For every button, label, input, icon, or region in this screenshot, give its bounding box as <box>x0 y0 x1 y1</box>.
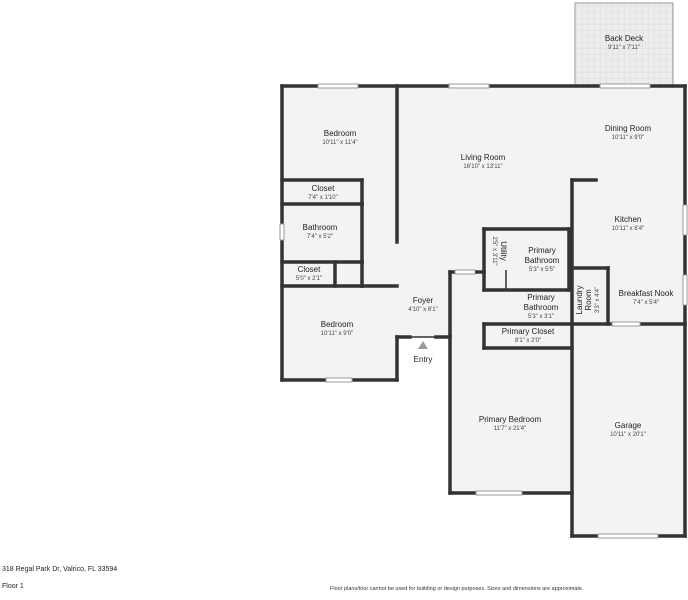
room-dimensions: 5'3" x 3'1" <box>528 314 554 320</box>
room-name: Utility <box>499 241 508 261</box>
room-closet-top: Closet 7'4" x 1'10" <box>308 184 338 201</box>
room-name-line2: Bathroom <box>524 303 559 312</box>
room-utility: Utility 2'5" x 3'11" <box>491 236 508 265</box>
room-foyer: Foyer 4'10" x 6'1" <box>408 296 438 313</box>
entry-label: Entry <box>414 355 433 364</box>
room-dimensions: 3'3" x 4'4" <box>595 287 601 313</box>
windows <box>279 83 688 539</box>
room-primary-bathroom-bottom: Primary Bathroom 5'3" x 3'1" <box>524 293 559 320</box>
room-dimensions: 5'0" x 2'1" <box>296 276 322 282</box>
room-dimensions: 9'11" x 7'11" <box>608 45 640 51</box>
room-name: Primary Bedroom <box>479 415 542 424</box>
room-bedroom-bottom: Bedroom 10'11" x 9'0" <box>321 320 354 337</box>
room-name: Back Deck <box>605 34 644 43</box>
room-bathroom: Bathroom 7'4" x 5'2" <box>303 223 338 240</box>
room-name: Primary <box>527 293 555 302</box>
room-dimensions: 10'11" x 20'1" <box>610 432 646 438</box>
room-dimensions: 7'4" x 1'10" <box>308 195 338 201</box>
room-primary-bathroom-top: Primary Bathroom 5'3" x 5'5" <box>525 246 560 273</box>
room-name: Foyer <box>413 296 434 305</box>
room-back-deck: Back Deck 9'11" x 7'11" <box>605 34 644 51</box>
room-name: Primary <box>528 246 556 255</box>
room-dimensions: 2'5" x 3'11" <box>491 236 497 265</box>
room-dimensions: 4'10" x 6'1" <box>408 307 438 313</box>
floor-fills <box>282 2 685 536</box>
room-primary-closet: Primary Closet 8'1" x 2'0" <box>502 327 555 344</box>
room-name: Kitchen <box>615 215 642 224</box>
room-name: Primary Closet <box>502 327 555 336</box>
room-dimensions: 10'11" x 8'4" <box>612 226 644 232</box>
room-laundry-room: Laundry Room 3'3" x 4'4" <box>575 286 601 315</box>
room-name: Bathroom <box>303 223 338 232</box>
window <box>597 533 659 539</box>
room-dimensions: 7'4" x 5'4" <box>633 300 659 306</box>
room-closet-small: Closet 5'0" x 2'1" <box>296 265 322 282</box>
room-name: Bedroom <box>321 320 354 329</box>
room-living-room: Living Room 16'10" x 13'11" <box>461 153 506 170</box>
room-name: Dining Room <box>605 124 652 133</box>
property-address: 318 Regal Park Dr, Valrico, FL 33594 <box>2 566 118 573</box>
room-bedroom-top: Bedroom 10'11" x 11'4" <box>322 129 357 146</box>
room-garage: Garage 10'11" x 20'1" <box>610 421 646 438</box>
room-name: Garage <box>615 421 642 430</box>
window <box>682 204 688 236</box>
room-kitchen: Kitchen 10'11" x 8'4" <box>612 215 644 232</box>
room-dimensions: 5'3" x 5'5" <box>529 267 555 273</box>
room-name-line2: Room <box>584 289 593 311</box>
window <box>611 321 641 327</box>
window <box>682 274 688 306</box>
window <box>279 223 285 241</box>
window <box>317 83 359 89</box>
room-name: Closet <box>312 184 335 193</box>
house-floor <box>282 86 685 536</box>
disclaimer-text: Floor plans/tour cannot be used for buil… <box>330 586 584 592</box>
doorway <box>454 269 476 275</box>
room-name: Bedroom <box>324 129 357 138</box>
room-name-line2: Bathroom <box>525 256 560 265</box>
window <box>325 377 353 383</box>
window <box>475 490 523 496</box>
room-breakfast-nook: Breakfast Nook 7'4" x 5'4" <box>619 289 675 306</box>
interior-walls <box>280 84 687 350</box>
window <box>599 83 651 89</box>
room-name: Living Room <box>461 153 506 162</box>
floor-label: Floor 1 <box>2 583 24 590</box>
room-name: Closet <box>298 265 321 274</box>
room-dimensions: 16'10" x 13'11" <box>463 164 502 170</box>
room-dimensions: 10'11" x 9'0" <box>612 135 644 141</box>
room-dimensions: 7'4" x 5'2" <box>307 234 333 240</box>
room-dimensions: 10'11" x 11'4" <box>322 140 357 146</box>
room-dining-room: Dining Room 10'11" x 9'0" <box>605 124 652 141</box>
room-dimensions: 10'11" x 9'0" <box>321 331 353 337</box>
room-dimensions: 11'7" x 21'4" <box>494 426 526 432</box>
entry-arrow-icon <box>418 341 428 349</box>
back-deck-area <box>574 2 674 87</box>
window <box>448 83 490 89</box>
room-name: Laundry <box>575 286 584 315</box>
room-name: Breakfast Nook <box>619 289 675 298</box>
room-dimensions: 8'1" x 2'0" <box>515 338 541 344</box>
room-primary-bedroom: Primary Bedroom 11'7" x 21'4" <box>479 415 542 432</box>
